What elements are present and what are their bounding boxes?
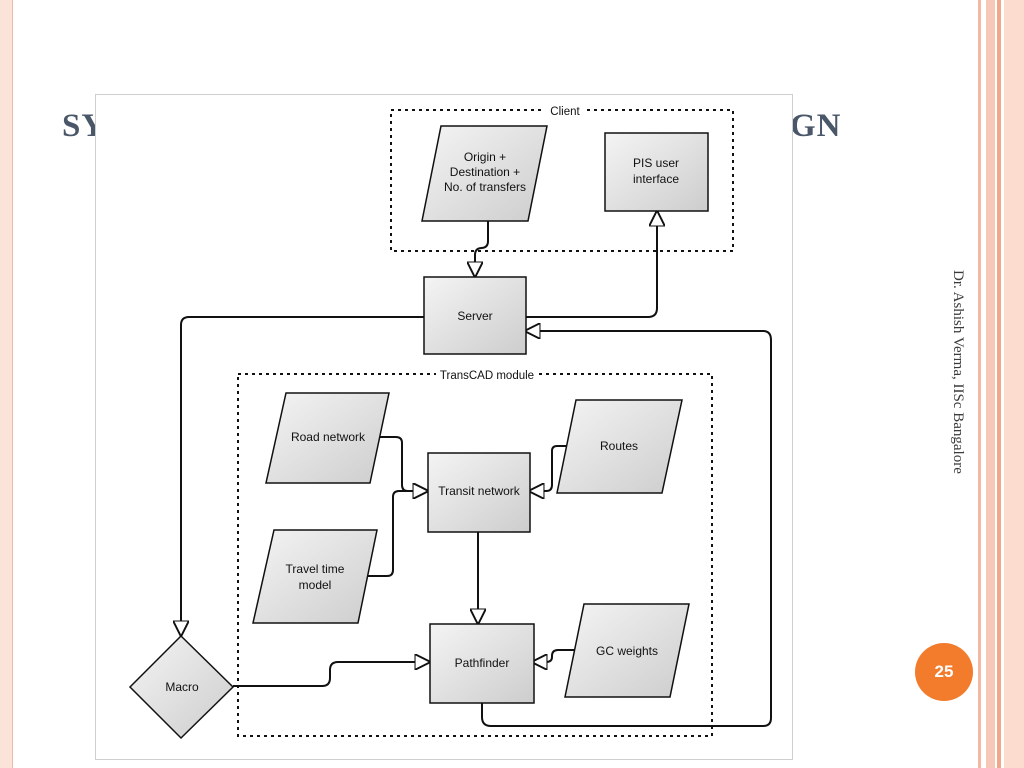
- author-label: Dr. Ashish Verma, IISc Bangalore: [944, 270, 970, 540]
- system-diagram: Client TransCAD module Origin + Destinat…: [95, 94, 793, 760]
- connector-origin-server: [475, 221, 489, 276]
- connector-server-macro: [181, 316, 424, 635]
- origin-line-2: Destination +: [450, 165, 520, 179]
- transcad-group-label: TransCAD module: [440, 370, 534, 382]
- right-stripe-2: [986, 0, 995, 768]
- macro-label: Macro: [165, 680, 199, 694]
- server-label: Server: [457, 309, 492, 323]
- origin-line-1: Origin +: [464, 150, 506, 164]
- right-stripe-1: [978, 0, 981, 768]
- macro-decision-node: [128, 634, 235, 740]
- transit-network-label: Transit network: [438, 484, 521, 498]
- road-network-label: Road network: [291, 430, 366, 444]
- client-group-label-bg: [544, 103, 586, 117]
- connector-macro-pathfinder: [233, 662, 429, 687]
- pis-line-1: PIS user: [633, 156, 679, 170]
- pis-line-2: interface: [633, 172, 679, 186]
- routes-node: [556, 399, 683, 494]
- page-number-badge: 25: [915, 643, 973, 701]
- right-stripe-3: [997, 0, 1001, 768]
- transit-network-node: [427, 452, 531, 533]
- connector-server-pis: [526, 212, 657, 318]
- slide-title-right: GN: [790, 108, 842, 144]
- pis-user-interface-node: [604, 132, 709, 212]
- origin-destination-node: [421, 125, 548, 222]
- connector-travel-transit: [364, 491, 427, 577]
- travel-time-line-1: Travel time: [286, 562, 345, 576]
- server-node: [423, 276, 527, 355]
- right-stripe-4: [1004, 0, 1024, 768]
- transcad-group: [237, 373, 713, 737]
- pathfinder-label: Pathfinder: [455, 656, 510, 670]
- connector-gc-pathfinder: [533, 649, 574, 662]
- travel-time-line-2: model: [299, 578, 332, 592]
- connector-routes-transit: [530, 445, 567, 491]
- routes-label: Routes: [600, 439, 638, 453]
- author-text: Dr. Ashish Verma, IISc Bangalore: [950, 270, 966, 474]
- left-edge-bar: [0, 0, 13, 768]
- connector-pathfinder-server: [481, 331, 772, 727]
- gc-weights-label: GC weights: [596, 644, 658, 658]
- origin-line-3: No. of transfers: [444, 180, 526, 194]
- transcad-group-label-bg: [436, 367, 538, 381]
- travel-time-model-node: [252, 529, 378, 624]
- gc-weights-node: [564, 603, 690, 698]
- client-group-label: Client: [550, 106, 580, 118]
- road-network-node: [265, 392, 390, 484]
- pathfinder-node: [429, 623, 535, 704]
